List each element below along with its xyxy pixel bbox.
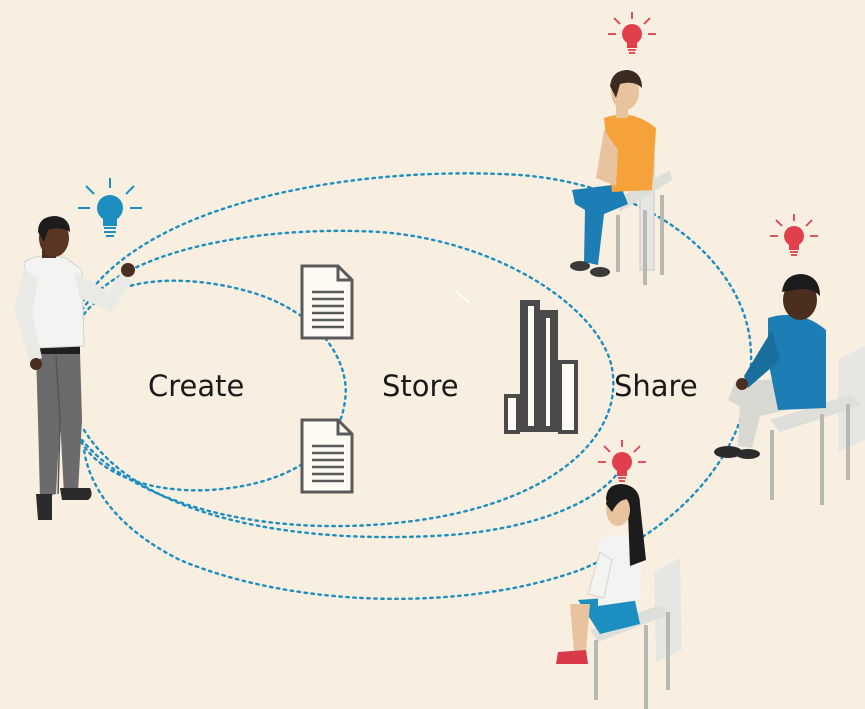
orbit-create — [78, 279, 347, 492]
storage-bars-icon — [454, 289, 578, 434]
lightbulb-icon — [78, 178, 142, 237]
orbit-store — [80, 229, 615, 528]
label-share: Share — [614, 369, 698, 403]
lightbulb-icon — [608, 12, 656, 54]
lightbulb-icon — [770, 214, 818, 256]
orbit-share-lower — [82, 428, 622, 539]
label-store: Store — [382, 369, 459, 403]
audience-member-top — [570, 70, 672, 285]
lightbulb-icon — [598, 440, 646, 482]
presenter-figure — [14, 216, 135, 520]
audience-member-right — [714, 274, 865, 505]
label-create: Create — [148, 369, 244, 403]
document-icon — [300, 418, 354, 494]
audience-member-bottom — [556, 484, 682, 709]
orbit-lines — [78, 172, 753, 601]
document-icon — [300, 264, 354, 340]
